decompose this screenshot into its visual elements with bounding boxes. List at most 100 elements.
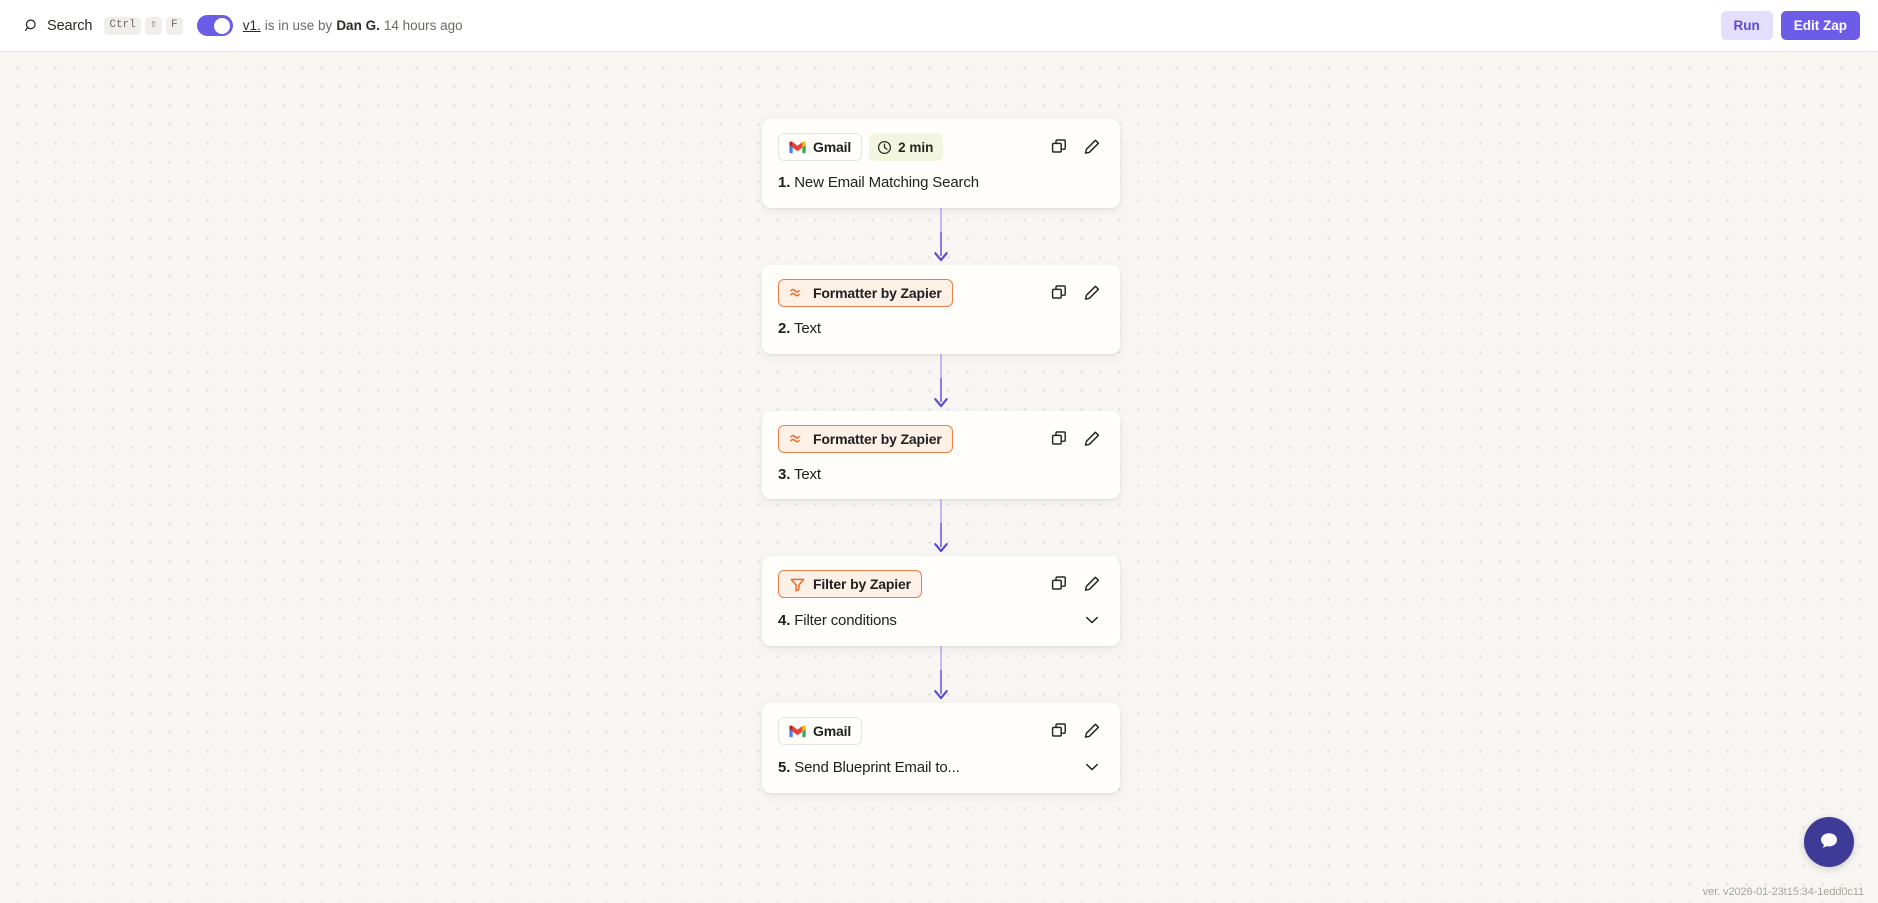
run-button[interactable]: Run bbox=[1720, 10, 1773, 41]
step-number: 3. bbox=[778, 465, 791, 483]
step-app-label: Filter by Zapier bbox=[813, 576, 911, 593]
edit-step-button[interactable] bbox=[1082, 137, 1102, 157]
step-title: 5. Send Blueprint Email to... bbox=[778, 759, 960, 778]
build-version-text: ver. v2026-01-23t15:34-1edd0c11 bbox=[1702, 886, 1864, 898]
step-app-chip[interactable]: Gmail bbox=[778, 717, 863, 746]
step-card-actions bbox=[1050, 283, 1104, 303]
duplicate-step-button[interactable] bbox=[1050, 721, 1070, 741]
step-app-chip[interactable]: Gmail bbox=[778, 133, 863, 161]
status-user-name: Dan G. bbox=[336, 18, 380, 33]
step-card-actions bbox=[1050, 137, 1104, 157]
edit-step-button[interactable] bbox=[1082, 721, 1102, 741]
top-bar: Search Ctrl ⇧ F v1. is in use by Dan G. … bbox=[0, 0, 1878, 52]
step-delay-label: 2 min bbox=[898, 139, 934, 155]
step-app-group: Formatter by Zapier bbox=[778, 424, 953, 453]
toggle-knob bbox=[214, 17, 231, 34]
step-connector-arrow bbox=[762, 207, 1120, 265]
chat-bubble-icon bbox=[1816, 828, 1842, 857]
step-card-header: Formatter by Zapier bbox=[778, 424, 1104, 453]
step-app-label: Formatter by Zapier bbox=[813, 284, 942, 301]
step-title-text: New Email Matching Search bbox=[794, 174, 979, 191]
duplicate-icon bbox=[1051, 284, 1069, 302]
step-number: 4. bbox=[778, 611, 791, 629]
expand-step-chevron-button[interactable] bbox=[1082, 611, 1102, 631]
step-app-chip[interactable]: Formatter by Zapier bbox=[778, 278, 953, 307]
zap-step-card[interactable]: Gmail 2 min 1. New Email Matching Search bbox=[762, 119, 1120, 208]
formatter-icon bbox=[789, 285, 806, 300]
gmail-icon bbox=[789, 724, 806, 739]
clock-icon bbox=[877, 140, 892, 155]
duplicate-step-button[interactable] bbox=[1050, 429, 1070, 449]
step-number: 1. bbox=[778, 174, 791, 191]
kbd-ctrl: Ctrl bbox=[104, 16, 141, 35]
duplicate-icon bbox=[1051, 575, 1069, 593]
step-card-header: Filter by Zapier bbox=[778, 570, 1104, 599]
edit-step-button[interactable] bbox=[1082, 429, 1102, 449]
top-bar-right-group: Run Edit Zap bbox=[1720, 10, 1860, 41]
step-title-text: Text bbox=[793, 465, 821, 483]
duplicate-step-button[interactable] bbox=[1050, 283, 1070, 303]
top-bar-left-group: Search Ctrl ⇧ F v1. is in use by Dan G. … bbox=[20, 15, 1721, 37]
step-card-header: Gmail 2 min bbox=[778, 133, 1104, 161]
search-label: Search bbox=[47, 17, 93, 34]
step-number: 5. bbox=[778, 758, 791, 776]
version-link[interactable]: v1. bbox=[242, 18, 261, 33]
step-title: 4. Filter conditions bbox=[778, 612, 897, 631]
step-app-group: Formatter by Zapier bbox=[778, 278, 953, 307]
edit-pencil-icon bbox=[1083, 722, 1101, 740]
step-app-chip[interactable]: Formatter by Zapier bbox=[778, 424, 953, 453]
duplicate-step-button[interactable] bbox=[1050, 137, 1070, 157]
zap-step-card[interactable]: Gmail 5. Send Blueprint Email to... bbox=[762, 703, 1120, 794]
step-app-label: Gmail bbox=[813, 139, 852, 155]
filter-funnel-icon bbox=[789, 577, 806, 592]
step-card-body: 2. Text bbox=[778, 320, 1104, 339]
edit-pencil-icon bbox=[1083, 284, 1101, 302]
step-card-body: 3. Text bbox=[778, 466, 1104, 485]
zap-step-card[interactable]: Formatter by Zapier 2. Text bbox=[762, 264, 1120, 354]
step-connector-arrow bbox=[762, 499, 1120, 556]
edit-step-button[interactable] bbox=[1082, 283, 1102, 303]
zap-step-card[interactable]: Formatter by Zapier 3. Text bbox=[762, 410, 1120, 500]
duplicate-icon bbox=[1051, 430, 1069, 448]
step-card-actions bbox=[1050, 574, 1104, 594]
step-card-body: 1. New Email Matching Search bbox=[778, 174, 1104, 193]
step-app-label: Gmail bbox=[813, 723, 852, 740]
formatter-icon bbox=[789, 431, 806, 446]
step-title-text: Text bbox=[793, 319, 821, 337]
edit-pencil-icon bbox=[1083, 575, 1101, 593]
chevron-down-icon bbox=[1083, 611, 1101, 632]
step-title: 3. Text bbox=[778, 466, 821, 485]
chevron-down-icon bbox=[1083, 758, 1101, 779]
step-app-chip[interactable]: Filter by Zapier bbox=[778, 570, 922, 599]
search-icon bbox=[24, 18, 39, 33]
step-card-actions bbox=[1050, 429, 1104, 449]
status-middle-text: is in use by bbox=[264, 18, 333, 33]
status-timestamp: 14 hours ago bbox=[383, 18, 463, 33]
step-number: 2. bbox=[778, 319, 791, 337]
duplicate-step-button[interactable] bbox=[1050, 574, 1070, 594]
edit-zap-button[interactable]: Edit Zap bbox=[1780, 10, 1860, 41]
expand-step-chevron-button[interactable] bbox=[1082, 758, 1102, 778]
zap-step-card[interactable]: Filter by Zapier 4. Filter conditions bbox=[762, 556, 1120, 647]
step-connector-arrow bbox=[762, 646, 1120, 703]
step-card-actions bbox=[1050, 721, 1104, 741]
duplicate-icon bbox=[1051, 722, 1069, 740]
step-card-header: Formatter by Zapier bbox=[778, 278, 1104, 307]
step-card-body: 5. Send Blueprint Email to... bbox=[778, 758, 1104, 778]
kbd-shift: ⇧ bbox=[144, 16, 162, 35]
zap-enabled-toggle[interactable] bbox=[196, 15, 233, 36]
kbd-f: F bbox=[165, 16, 183, 35]
gmail-icon bbox=[789, 140, 806, 155]
duplicate-icon bbox=[1051, 138, 1069, 156]
step-app-group: Filter by Zapier bbox=[778, 570, 922, 599]
edit-step-button[interactable] bbox=[1082, 574, 1102, 594]
search-button[interactable]: Search bbox=[20, 15, 96, 37]
edit-pencil-icon bbox=[1083, 430, 1101, 448]
keyboard-shortcut-group: Ctrl ⇧ F bbox=[104, 16, 183, 35]
step-delay-badge: 2 min bbox=[869, 133, 944, 161]
step-title-text: Filter conditions bbox=[794, 611, 897, 629]
chat-support-button[interactable] bbox=[1804, 817, 1854, 867]
step-app-group: Gmail bbox=[778, 717, 863, 746]
